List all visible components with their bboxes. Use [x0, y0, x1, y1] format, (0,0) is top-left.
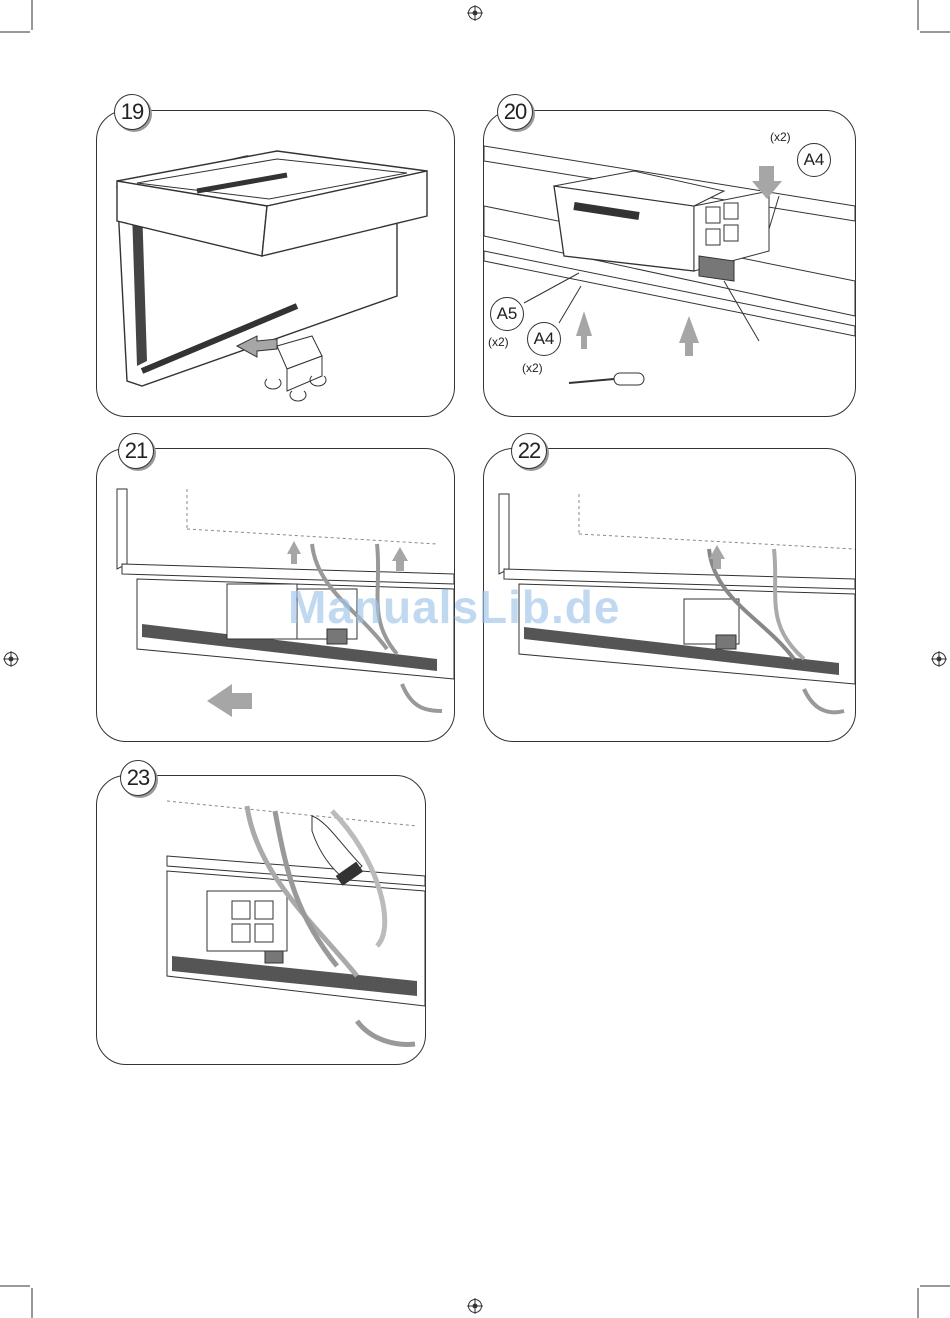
registration-mark-left: [3, 651, 19, 667]
part-a4-top-quantity: (x2): [770, 130, 791, 144]
step-21-number: 21: [118, 433, 154, 469]
step-23-panel: [96, 775, 426, 1065]
step-19-illustration: [97, 111, 454, 416]
part-a5-quantity: (x2): [488, 335, 509, 349]
part-a4-top-callout: A4: [797, 143, 831, 177]
part-a4-bottom-quantity: (x2): [522, 361, 543, 375]
part-a4-bottom-callout: A4: [527, 322, 561, 356]
registration-mark-right: [931, 651, 947, 667]
part-a5-callout: A5: [490, 297, 524, 331]
step-22-number: 22: [511, 433, 547, 469]
step-23-number: 23: [120, 760, 156, 796]
step-19-panel: [96, 110, 455, 417]
step-19-number: 19: [114, 94, 150, 130]
step-20-number: 20: [497, 94, 533, 130]
watermark: ManualsLib.de: [288, 580, 620, 634]
registration-mark-top: [467, 5, 483, 21]
registration-mark-bottom: [467, 1298, 483, 1314]
step-23-illustration: [97, 776, 425, 1064]
